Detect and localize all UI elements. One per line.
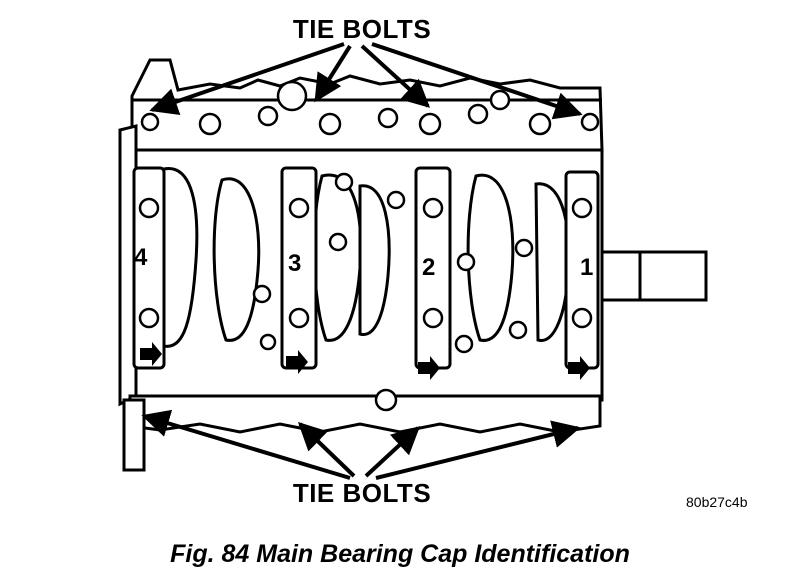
upper-rail-bosses bbox=[140, 80, 600, 136]
top-leader-arrows bbox=[149, 42, 583, 120]
figure-reference-code: 80b27c4b bbox=[686, 494, 748, 510]
cap-number-1: 1 bbox=[580, 254, 594, 281]
cap-bolts bbox=[138, 172, 593, 412]
tie-bolts-label-top: TIE BOLTS bbox=[292, 14, 432, 44]
cap-direction-arrows bbox=[140, 342, 590, 380]
figure-caption: Fig. 84 Main Bearing Cap Identification bbox=[170, 540, 630, 568]
cap-number-4: 4 bbox=[134, 244, 148, 271]
cap-number-3: 3 bbox=[288, 250, 302, 277]
tie-bolts-label-bottom: TIE BOLTS bbox=[292, 478, 432, 508]
bottom-leader-arrows bbox=[141, 409, 581, 480]
cap-number-2: 2 bbox=[422, 254, 436, 281]
